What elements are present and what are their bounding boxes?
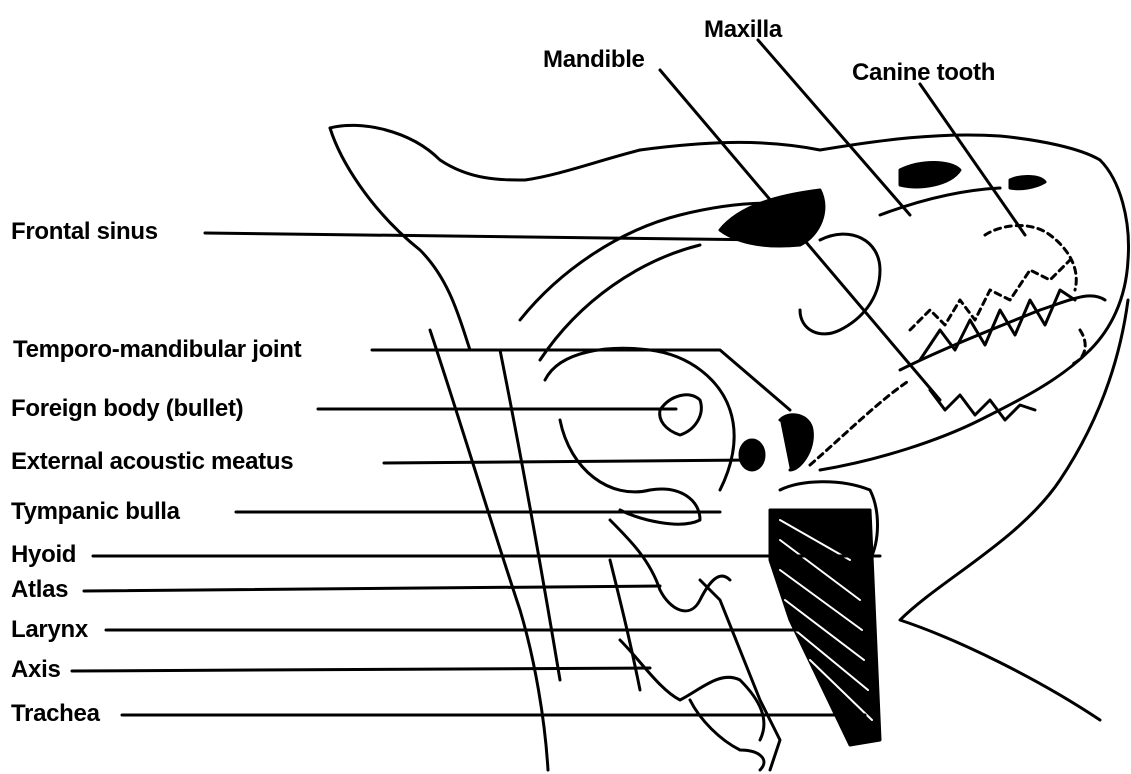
label-foreign-body: Foreign body (bullet) xyxy=(11,397,243,421)
label-canine-tooth: Canine tooth xyxy=(852,61,995,85)
cranium-inner-2 xyxy=(540,245,700,360)
label-atlas: Atlas xyxy=(11,578,68,602)
label-maxilla: Maxilla xyxy=(704,18,782,42)
label-frontal-sinus: Frontal sinus xyxy=(11,220,158,244)
label-mandible: Mandible xyxy=(543,48,645,72)
lower-jaw-line xyxy=(900,296,1105,370)
acoustic-meatus xyxy=(740,440,764,470)
label-tympanic-bulla: Tympanic bulla xyxy=(11,500,180,524)
bullet-shape xyxy=(660,395,702,435)
leader-axis xyxy=(72,668,650,671)
atlas-outline xyxy=(610,520,730,611)
maxilla-dark-2 xyxy=(1010,176,1045,188)
leader-canine xyxy=(920,84,1025,235)
skull-top xyxy=(640,135,1100,160)
maxilla-dark-1 xyxy=(900,163,960,187)
label-hyoid: Hyoid xyxy=(11,543,76,567)
ear-left-edge xyxy=(330,128,470,350)
jaw-underside xyxy=(820,350,1090,470)
tympanic-outline xyxy=(545,348,734,490)
vertebra-spine xyxy=(700,580,780,770)
label-external-acoustic-meatus: External acoustic meatus xyxy=(11,450,293,474)
lower-teeth xyxy=(930,390,1035,420)
leader-frontal-sinus xyxy=(205,233,770,240)
label-trachea: Trachea xyxy=(11,702,100,726)
nose-tip xyxy=(1090,160,1128,350)
frontal-sinus-shape xyxy=(720,190,824,246)
canine-dashed xyxy=(985,226,1076,290)
vertebra-front xyxy=(610,560,640,690)
leader-acoustic-meatus xyxy=(384,460,752,463)
neck-front xyxy=(900,300,1128,720)
label-temporomandibular-joint: Temporo-mandibular joint xyxy=(13,338,301,362)
mandible-dashed-2 xyxy=(1070,330,1085,365)
tm-joint-shape xyxy=(780,415,812,470)
vertebra-body xyxy=(690,700,764,770)
label-axis: Axis xyxy=(11,658,61,682)
ear-outline xyxy=(330,125,640,180)
label-larynx: Larynx xyxy=(11,618,88,642)
leader-atlas xyxy=(84,586,660,591)
neck-back xyxy=(430,330,548,770)
